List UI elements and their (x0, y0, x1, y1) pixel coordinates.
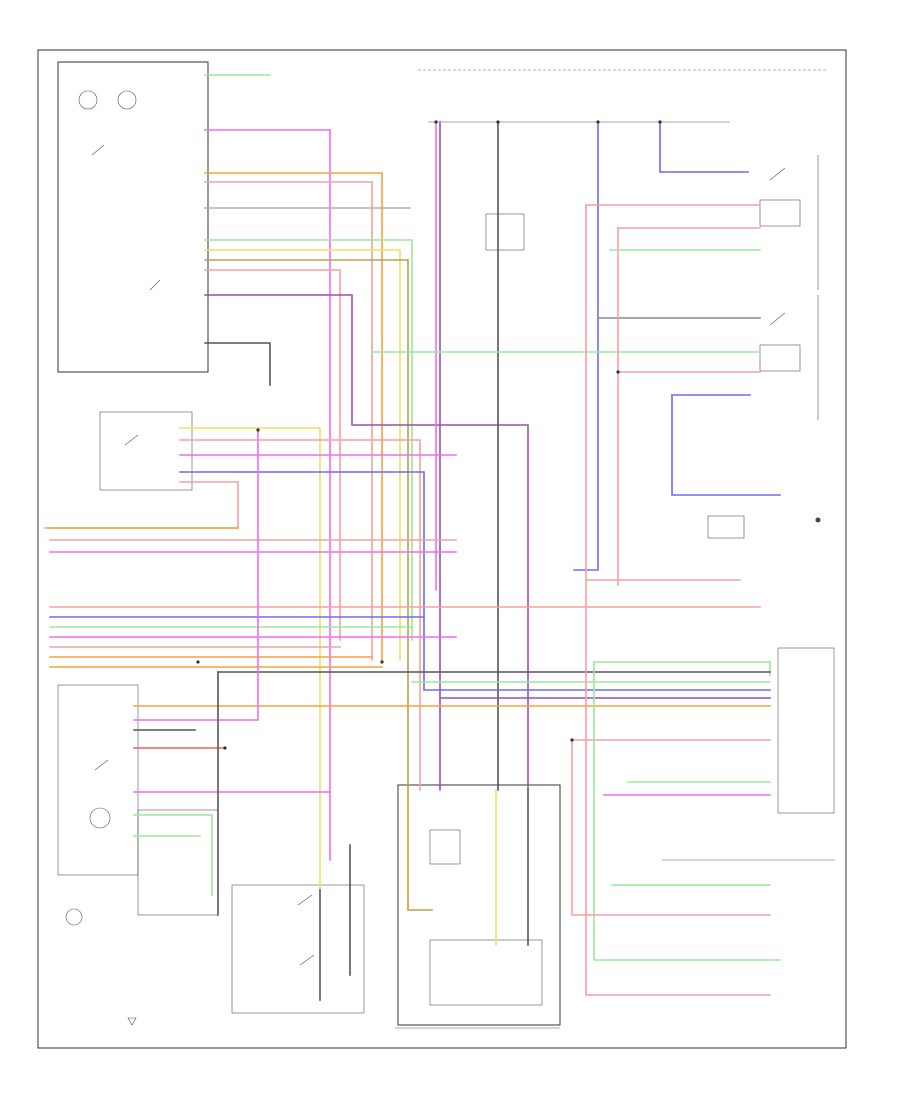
wire-blue-5 (179, 471, 771, 691)
rear-cooler-main-relay-box (99, 411, 193, 491)
junction-dots (196, 120, 662, 750)
wires (44, 74, 781, 1001)
wire-blue-1 (573, 121, 599, 571)
wire-pink-15 (585, 579, 771, 996)
junction-dot (196, 660, 200, 664)
lamp-icon (89, 807, 111, 829)
wire-green-2 (204, 239, 413, 641)
wire-pink-9 (44, 481, 239, 529)
switch-icon (91, 144, 105, 156)
wire-pink-8 (179, 439, 421, 791)
switch-icon (149, 279, 161, 291)
junction-dot (256, 428, 260, 432)
ac-relay-box (759, 199, 801, 227)
module-box-left (485, 213, 525, 251)
switch-icon (769, 312, 786, 326)
wire-olive-1 (204, 259, 433, 911)
rear-evaporator-switch-box (57, 684, 139, 876)
fan-relay-box (759, 344, 801, 372)
lamp-icon (78, 90, 98, 110)
switch-icon (297, 894, 313, 906)
wire-magenta-7 (133, 429, 259, 721)
control-unit-box (777, 647, 835, 814)
junction-dot (658, 120, 662, 124)
blower-motor-box (429, 829, 461, 865)
wire-pink-1 (204, 181, 373, 661)
wire-blue-4 (671, 394, 781, 496)
rear-cooler-unit-box (397, 784, 561, 1026)
rear-heater-control-box (137, 809, 219, 916)
component-boxes (57, 61, 835, 1029)
junction-dot (223, 746, 227, 750)
switch-icon (299, 954, 315, 966)
diagram-frame (37, 49, 847, 1049)
wire-green-9 (133, 814, 213, 896)
wire-orange-1 (204, 172, 383, 663)
wire-purple-1 (204, 294, 529, 791)
wire-green-6 (593, 661, 771, 676)
blower-resistor-box (429, 939, 543, 1006)
junction-dot (616, 370, 620, 374)
ground-icon (815, 517, 821, 523)
junction-dot (596, 120, 600, 124)
symbols (65, 90, 821, 1026)
junction-dot (570, 738, 574, 742)
switch-icon (94, 759, 109, 771)
wire-yellow-1 (204, 249, 401, 661)
switch-icon (124, 434, 139, 446)
junction-dot (496, 120, 500, 124)
rear-cooler-switch-box (57, 61, 209, 373)
wire-yellow-2 (179, 427, 321, 891)
wire-pink-14 (571, 739, 771, 916)
wire-gray-2 (204, 342, 271, 386)
lamp-icon (65, 908, 83, 926)
dual-pressure-switch-box (231, 884, 365, 1014)
wire-pink-6 (585, 204, 741, 581)
condenser-fan-box (707, 515, 745, 539)
lamp-icon (117, 90, 137, 110)
wire-green-11 (593, 661, 781, 961)
junction-dot (434, 120, 438, 124)
wire-pink-2 (204, 269, 341, 641)
switch-icon (769, 167, 786, 181)
diode-icon (127, 1017, 137, 1026)
wire-blue-2 (659, 121, 749, 173)
junction-dot (380, 660, 384, 664)
